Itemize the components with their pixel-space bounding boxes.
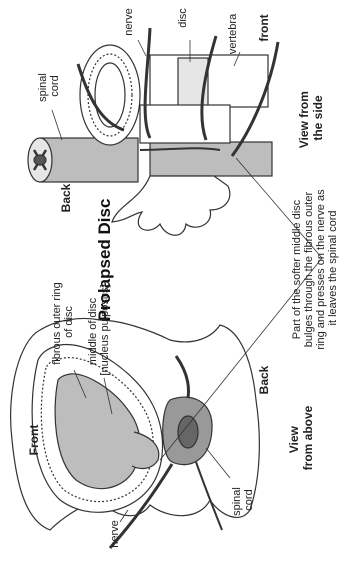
label-nerve-top: nerve (123, 8, 135, 36)
caption: Part of the softer middle disc bulges th… (291, 186, 339, 349)
label-fibrous-1: fibrous outer ring (51, 282, 63, 365)
label-disc: disc (177, 8, 189, 28)
svg-text:middle of disc [nucleus: middle of disc [nucleus pulposus] (87, 284, 111, 375)
label-nucleus-1: middle of disc (87, 297, 99, 365)
above-cord-core (178, 416, 198, 448)
side-vertebra-body (140, 105, 230, 143)
caption-line-1: Part of the softer middle disc (291, 199, 303, 339)
label-spinal-bottom-1: spinal (231, 487, 243, 516)
label-front-top: front (257, 14, 271, 41)
label-spinal-top-1: spinal (37, 73, 49, 102)
label-back-top: Back (59, 183, 73, 212)
label-nucleus-2: [nucleus pulposus] (99, 284, 111, 375)
caption-line-4: it leaves the spinal cord (327, 211, 339, 326)
side-spinal-cord-tube (40, 138, 138, 182)
caption-line-3: ring and presses on the nerve as (315, 189, 327, 350)
label-back-bottom: Back (257, 365, 271, 394)
label-view-side-1: View from (297, 91, 311, 148)
side-cord-core (34, 155, 46, 165)
label-view-above-1: View (287, 425, 301, 453)
label-spinal-bottom-2: cord (243, 489, 255, 510)
label-view-above-2: from above (301, 405, 315, 470)
label-vertebra: vertebra (227, 13, 239, 54)
label-nerve-bottom: nerve (109, 520, 121, 548)
label-spinal-top-2: cord (49, 75, 61, 96)
label-view-side-2: the side (311, 95, 325, 141)
svg-text:spinal cord: spinal cord (37, 70, 61, 102)
top-view (11, 318, 260, 548)
label-front-bottom: Front (27, 425, 41, 456)
side-disc-inner (95, 63, 125, 127)
side-vertebra-lower (150, 142, 272, 176)
label-fibrous-2: of disc (63, 306, 75, 338)
side-processes (112, 176, 230, 235)
svg-text:View from above: View from above (287, 405, 315, 470)
svg-text:View from the side: View from the side (297, 88, 325, 148)
